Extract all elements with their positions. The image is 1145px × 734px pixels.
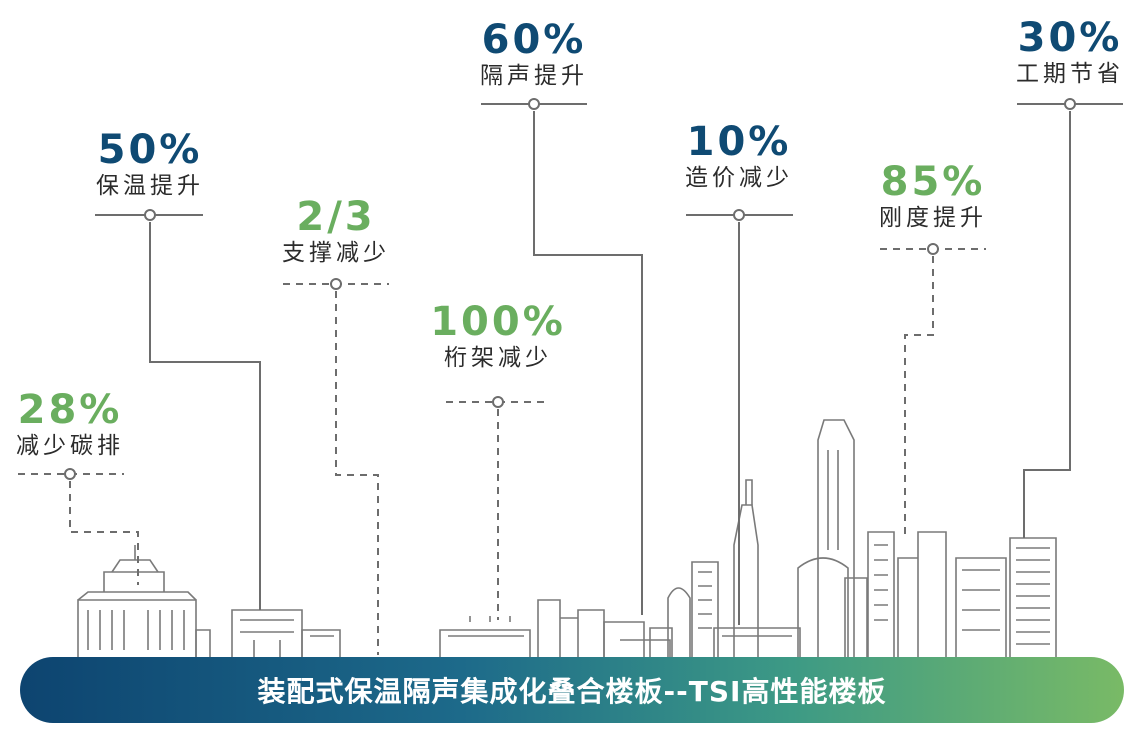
stat-value: 50% xyxy=(97,127,203,173)
stat-carbon: 28% 减少碳排 xyxy=(10,388,130,460)
stat-value: 60% xyxy=(481,17,587,63)
city-skyline-icon xyxy=(77,419,1057,659)
stat-value: 28% xyxy=(17,387,123,433)
stat-value: 2/3 xyxy=(296,194,376,240)
stat-label: 工期节省 xyxy=(1016,61,1124,87)
stat-label: 保温提升 xyxy=(96,173,204,199)
stat-insulation: 50% 保温提升 xyxy=(88,128,212,200)
stat-label: 隔声提升 xyxy=(480,63,588,89)
stat-label: 刚度提升 xyxy=(879,205,987,231)
stat-truss: 100% 桁架减少 xyxy=(428,300,568,372)
stat-value: 100% xyxy=(430,299,566,345)
stat-value: 30% xyxy=(1017,15,1123,61)
banner-title: 装配式保温隔声集成化叠合楼板--TSI高性能楼板 xyxy=(257,675,887,708)
stat-label: 造价减少 xyxy=(685,165,793,191)
title-banner: 装配式保温隔声集成化叠合楼板--TSI高性能楼板 xyxy=(20,657,1124,723)
stat-cost: 10% 造价减少 xyxy=(677,120,801,192)
stat-sound: 60% 隔声提升 xyxy=(472,18,596,90)
stat-label: 减少碳排 xyxy=(16,433,124,459)
stat-schedule: 30% 工期节省 xyxy=(1007,16,1133,88)
stat-value: 85% xyxy=(880,159,986,205)
stat-label: 支撑减少 xyxy=(282,240,390,266)
stat-stiffness: 85% 刚度提升 xyxy=(870,160,996,232)
stat-label: 桁架减少 xyxy=(444,345,552,371)
stat-support: 2/3 支撑减少 xyxy=(274,195,398,267)
stat-value: 10% xyxy=(686,119,792,165)
